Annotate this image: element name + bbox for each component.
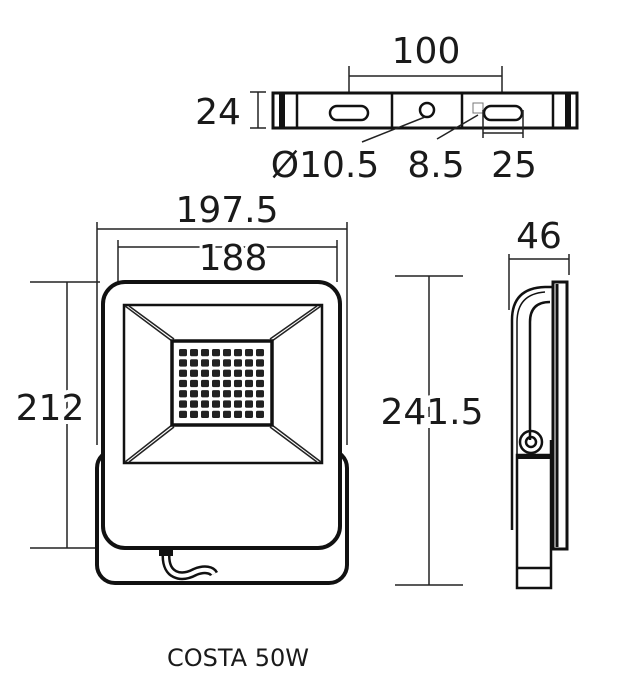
led-chip xyxy=(223,359,231,367)
led-chip xyxy=(201,359,209,367)
led-chip xyxy=(201,379,209,388)
led-chip xyxy=(256,390,264,398)
led-grid xyxy=(179,349,264,418)
dimension-188: 188 xyxy=(199,238,268,279)
led-chip xyxy=(234,390,242,398)
led-module xyxy=(170,339,274,427)
led-chip xyxy=(256,369,264,377)
dimension-24: 24 xyxy=(195,92,241,133)
led-chip xyxy=(245,349,253,357)
led-chip xyxy=(212,349,220,357)
led-chip xyxy=(256,349,264,357)
led-chip xyxy=(190,390,198,398)
led-chip xyxy=(256,400,264,408)
led-chip xyxy=(179,379,187,388)
led-chip xyxy=(234,379,242,388)
led-chip xyxy=(190,410,198,418)
led-chip xyxy=(179,390,187,398)
led-chip xyxy=(201,349,209,357)
front-view: 197.5 188 212 241.5 xyxy=(12,190,488,586)
led-chip xyxy=(245,369,253,377)
mounting-hole xyxy=(418,101,436,119)
led-chip xyxy=(212,369,220,377)
led-chip xyxy=(190,379,198,388)
led-chip xyxy=(256,359,264,367)
led-chip xyxy=(234,400,242,408)
dimension-100: 100 xyxy=(392,31,461,72)
led-chip xyxy=(245,410,253,418)
led-chip xyxy=(223,400,231,408)
dimension-241-5: 241.5 xyxy=(380,392,483,433)
bracket-top-view: 100 24 Ø10.5 8.5 25 xyxy=(195,31,579,186)
led-chip xyxy=(223,379,231,388)
pivot-knob xyxy=(518,429,544,455)
led-chip xyxy=(190,349,198,357)
led-chip xyxy=(190,400,198,408)
led-chip xyxy=(212,410,220,418)
led-chip xyxy=(223,410,231,418)
led-chip xyxy=(201,400,209,408)
led-chip xyxy=(179,369,187,377)
product-name: COSTA 50W xyxy=(167,644,309,672)
led-chip xyxy=(245,359,253,367)
mounting-slot-right xyxy=(482,104,524,122)
led-chip xyxy=(245,400,253,408)
led-chip xyxy=(179,410,187,418)
led-chip xyxy=(223,349,231,357)
dimension-46: 46 xyxy=(516,216,562,257)
led-chip xyxy=(212,379,220,388)
led-chip xyxy=(234,369,242,377)
dimension-8-5: 8.5 xyxy=(407,145,464,186)
dimension-212: 212 xyxy=(16,388,85,429)
led-chip xyxy=(234,349,242,357)
led-chip xyxy=(179,359,187,367)
side-view: 46 xyxy=(508,216,570,590)
led-chip xyxy=(190,369,198,377)
led-chip xyxy=(256,410,264,418)
led-chip xyxy=(190,359,198,367)
led-chip xyxy=(234,359,242,367)
led-chip xyxy=(245,390,253,398)
led-chip xyxy=(256,379,264,388)
dimension-197-5: 197.5 xyxy=(175,190,278,231)
led-chip xyxy=(201,369,209,377)
led-chip xyxy=(245,379,253,388)
led-chip xyxy=(179,349,187,357)
led-chip xyxy=(234,410,242,418)
led-chip xyxy=(201,390,209,398)
dimension-25: 25 xyxy=(491,145,537,186)
reflector-panel xyxy=(122,303,324,465)
led-chip xyxy=(201,410,209,418)
led-chip xyxy=(212,400,220,408)
led-chip xyxy=(212,390,220,398)
led-chip xyxy=(223,369,231,377)
led-chip xyxy=(223,390,231,398)
led-chip xyxy=(179,400,187,408)
led-chip xyxy=(212,359,220,367)
dimension-hole-diameter: Ø10.5 xyxy=(271,145,380,186)
mounting-slot-left xyxy=(328,104,370,122)
